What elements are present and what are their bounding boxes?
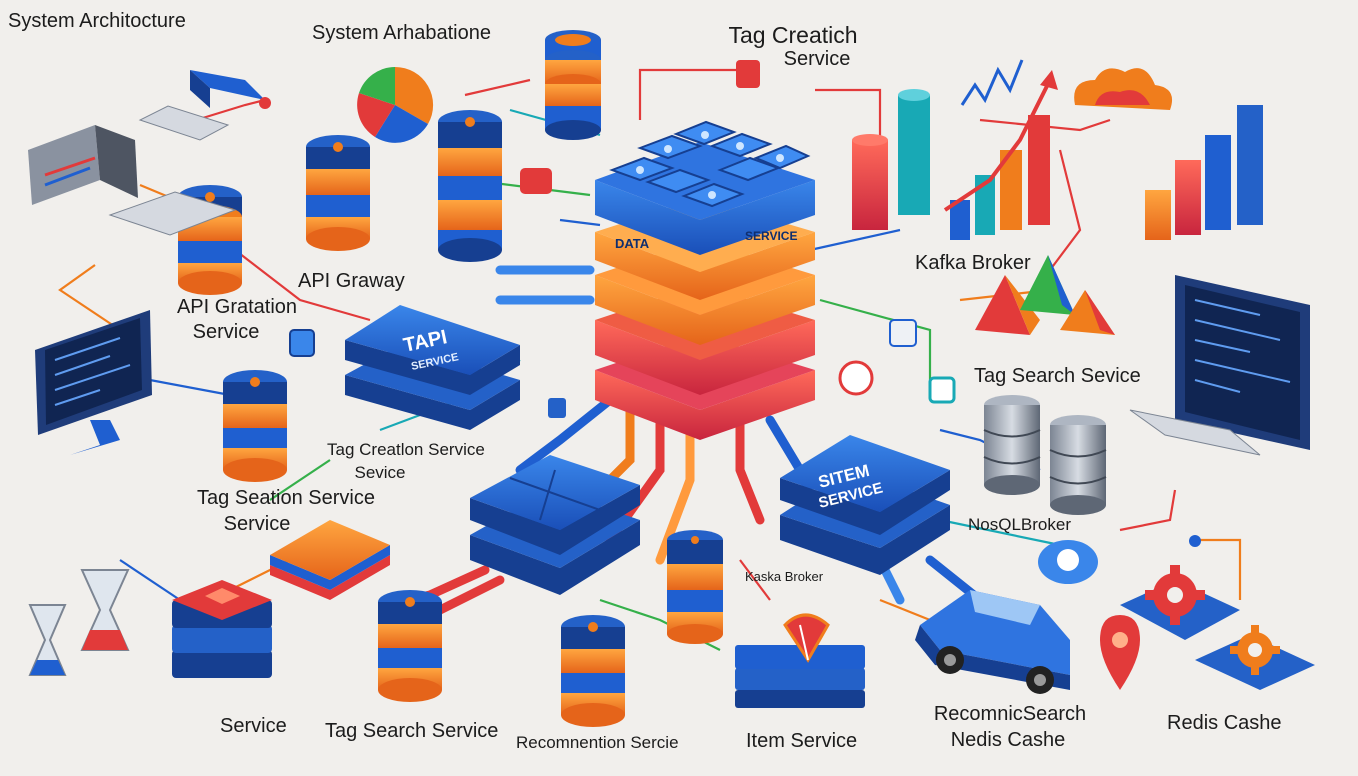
pyramid-icons xyxy=(975,255,1115,335)
label-bottom-recommic-1: RecomnicSearch xyxy=(933,703,1087,725)
pie-chart-icon xyxy=(357,66,434,143)
label-top-left-title: System Architocture xyxy=(8,10,186,32)
label-bottom-redis-cache: Redis Cashe xyxy=(1167,712,1282,734)
small-badges xyxy=(289,60,1201,584)
item-service-block: SITEM SERVICE xyxy=(780,435,950,575)
desktop-computer-icon xyxy=(28,70,271,236)
label-bottom-recommic-2: Nedis Cashe xyxy=(950,729,1066,751)
label-tag-seation-1: Tag Seation Service xyxy=(197,487,375,509)
label-tag-creation-mid-2: Sevice xyxy=(354,463,406,482)
label-bottom-item-service: Item Service xyxy=(746,730,858,752)
label-tag-creation-top-1: Tag Creatich xyxy=(728,22,858,48)
db-stack-upper-right xyxy=(438,110,502,262)
db-stack-bottom-center xyxy=(561,615,625,727)
label-tag-creation-mid-1: Tag Creatlon Service xyxy=(327,440,485,459)
bar-chart-decoration-center xyxy=(852,59,1058,240)
monitor-right-icon xyxy=(1129,275,1310,456)
label-top-title: System Arhabatione xyxy=(312,22,491,44)
grid-block-middle xyxy=(470,455,640,595)
gear-and-pin-icons xyxy=(1100,565,1315,690)
label-bottom-recommention: Recomnention Sercie xyxy=(516,733,679,752)
label-kafka-broker-small: Kaska Broker xyxy=(745,569,824,584)
db-stack-top-center xyxy=(545,30,601,140)
label-bottom-service-left: Service xyxy=(220,715,287,737)
label-tag-search-right: Tag Search Sevice xyxy=(974,365,1141,387)
label-api-gratation-2: Service xyxy=(192,321,260,343)
label-kafka-broker-right: Kafka Broker xyxy=(915,252,1031,274)
stacked-card-tile xyxy=(270,520,390,600)
stack-block-bottom-left xyxy=(172,580,272,678)
connection-lines xyxy=(58,68,1242,651)
label-tag-seation-2: Service xyxy=(223,513,291,535)
service-stack-bottom-center xyxy=(735,613,865,708)
label-api-gratation-1: API Gratation xyxy=(176,296,298,318)
label-bottom-tag-search: Tag Search Service xyxy=(325,720,499,742)
nosql-disk-stacks xyxy=(983,395,1107,515)
db-stack-mid-left xyxy=(223,370,287,482)
db-stack-bottom-mid xyxy=(378,590,442,702)
central-tower: DATA SERVICE xyxy=(595,120,815,440)
cloud-icon xyxy=(1074,68,1173,110)
label-nosql-broker: NosQLBroker xyxy=(968,515,1071,534)
hourglass-icons xyxy=(28,569,130,676)
car-icon xyxy=(915,590,1070,694)
db-stack-upper-mid xyxy=(306,135,370,251)
bar-chart-decoration-right xyxy=(1145,105,1263,240)
label-api-gateway: API Graway xyxy=(298,270,405,292)
tapi-service-block: TAPI SERVICE xyxy=(345,305,520,430)
tower-tag-service: SERVICE xyxy=(745,229,797,243)
db-stack-bottom-center-left xyxy=(667,530,723,644)
monitor-left-icon xyxy=(35,310,152,455)
tower-tag-data: DATA xyxy=(615,236,650,251)
label-tag-creation-top-2: Service xyxy=(783,48,851,70)
